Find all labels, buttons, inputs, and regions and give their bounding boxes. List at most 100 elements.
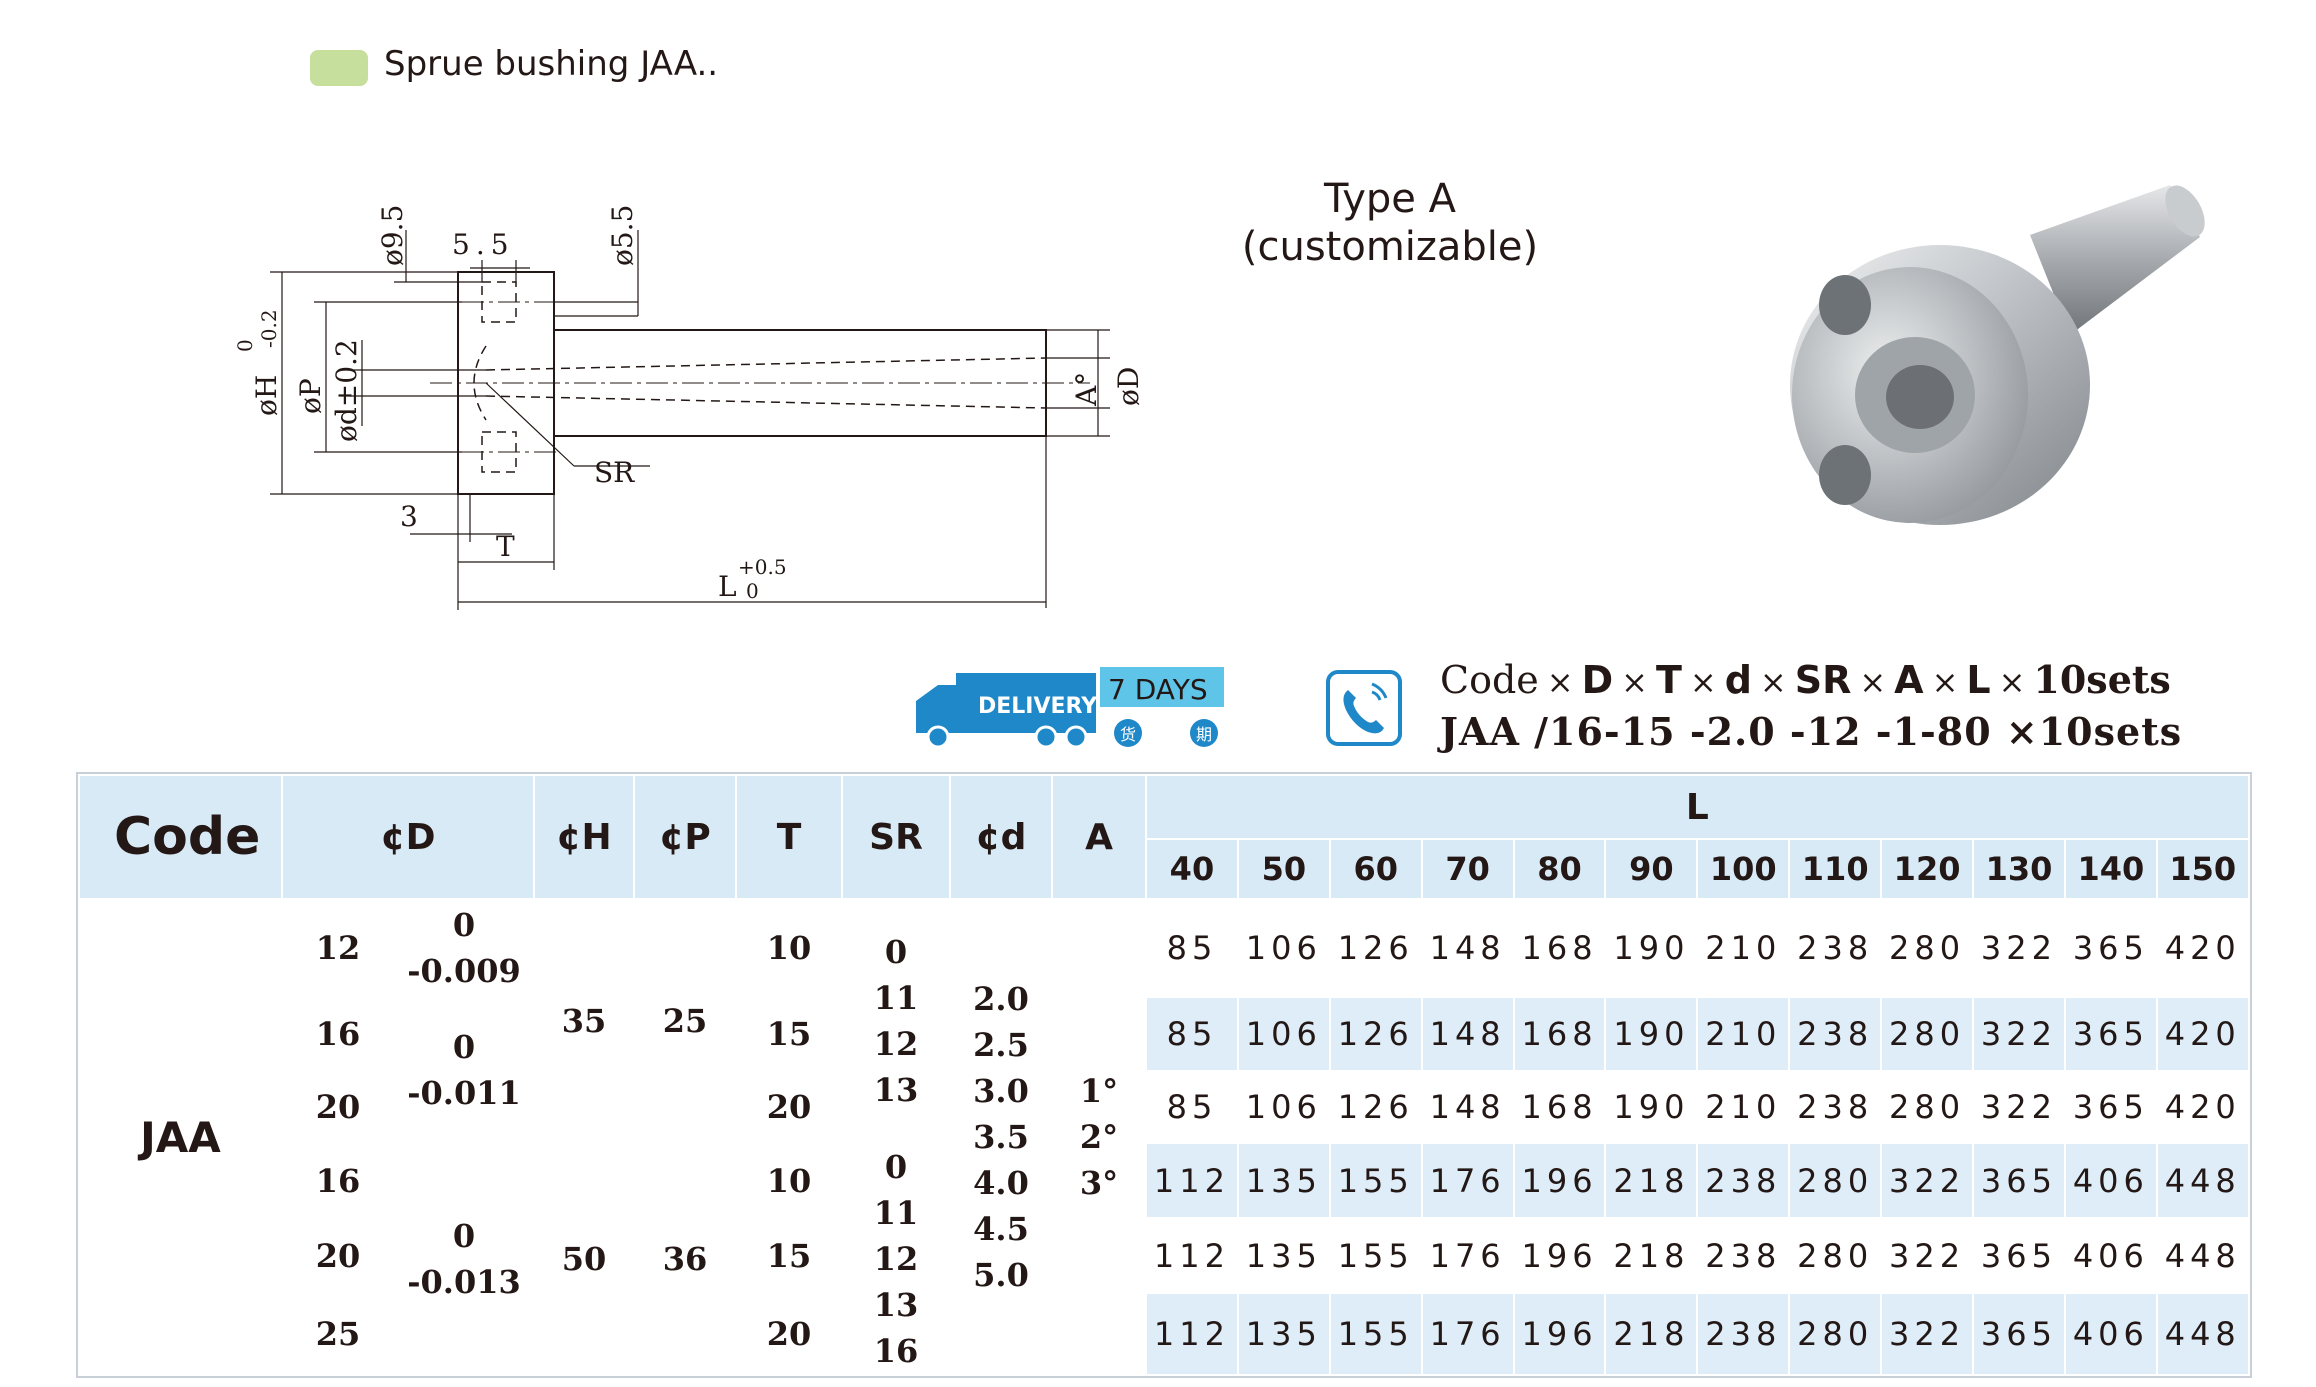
times-2: × <box>1621 663 1648 701</box>
title-badge <box>310 50 368 86</box>
times-5: × <box>1859 663 1887 701</box>
L-cell: 190 <box>1604 996 1699 1072</box>
SR-values: 0 11 12 13 <box>841 898 951 1144</box>
label-55: 5.5 <box>452 228 515 261</box>
L-cell: 176 <box>1420 1141 1515 1220</box>
L-cell: 406 <box>2063 1217 2158 1295</box>
header-L-80: 80 <box>1512 838 1607 900</box>
D-value: 16 <box>281 1141 395 1220</box>
times-3: × <box>1689 663 1717 701</box>
header-L-100: 100 <box>1696 838 1791 900</box>
L-cell: 365 <box>1972 1217 2066 1295</box>
truck-icon <box>916 673 1096 749</box>
times-1: × <box>1546 663 1574 701</box>
L-cell: 280 <box>1880 996 1975 1072</box>
header-SR: SR <box>841 774 951 900</box>
type-label: Type A (customizable) <box>1200 175 1580 271</box>
A-value: 3° <box>1079 1164 1119 1202</box>
L-cell: 210 <box>1696 996 1791 1072</box>
L-cell: 112 <box>1145 1292 1239 1376</box>
L-cell: 168 <box>1512 996 1607 1072</box>
L-cell: 365 <box>2063 996 2158 1072</box>
code-field-SR: SR <box>1794 658 1852 702</box>
A-value: 2° <box>1079 1118 1119 1156</box>
L-cell: 155 <box>1328 1292 1423 1376</box>
order-code: Code × D × T × d × SR × A × L × 10sets J… <box>1440 655 2182 757</box>
L-cell: 106 <box>1236 996 1331 1072</box>
L-cell: 112 <box>1145 1141 1239 1220</box>
header-L-50: 50 <box>1236 838 1331 900</box>
L-cell: 218 <box>1604 1217 1699 1295</box>
L-cell: 448 <box>2155 1292 2250 1376</box>
L-cell: 238 <box>1696 1217 1791 1295</box>
table-row: 16 0 -0.011 15 85 106 126 148 168 190 21… <box>79 996 2250 1144</box>
delivery-badge: DELIVERY 7 DAYS 货 期 <box>916 667 1224 749</box>
header-T: T <box>735 774 843 900</box>
L-cell: 238 <box>1788 996 1883 1072</box>
SR-value: 13 <box>873 1286 919 1324</box>
L-cell: 365 <box>1972 1292 2066 1376</box>
L-cell: 322 <box>1972 898 2066 998</box>
L-cell: 365 <box>2063 1070 2158 1144</box>
delivery-days: 7 DAYS <box>1108 673 1208 706</box>
header-L-140: 140 <box>2063 838 2158 900</box>
header-L-70: 70 <box>1420 838 1515 900</box>
code-field-L: L <box>1966 658 1991 702</box>
L-cell: 210 <box>1696 898 1791 998</box>
label-phid: ød±0.2 <box>330 339 363 442</box>
technical-drawing: ø9.5 5.5 ø5.5 øH 0 -0.2 øP ød±0.2 A° øD … <box>233 205 1145 610</box>
P-value: 25 <box>633 898 737 1144</box>
A-value: 1° <box>1079 1072 1119 1110</box>
L-cell: 280 <box>1788 1141 1883 1220</box>
L-cell: 280 <box>1788 1217 1883 1295</box>
code-value: JAA <box>78 898 283 1376</box>
L-cell: 135 <box>1236 1292 1331 1376</box>
T-value: 10 <box>735 898 843 998</box>
header-D: ¢D <box>281 774 535 900</box>
L-cell: 148 <box>1420 1070 1515 1144</box>
label-T: T <box>496 530 515 563</box>
d-value: 3.5 <box>973 1118 1029 1156</box>
P-value: 36 <box>633 1142 737 1376</box>
header-L: L <box>1145 774 2250 840</box>
L-cell: 420 <box>2155 1070 2250 1144</box>
code-sets: 10sets <box>2033 657 2171 702</box>
A-values: 1° 2° 3° <box>1051 898 1147 1376</box>
L-cell: 238 <box>1788 1070 1883 1144</box>
label-L: L <box>718 570 737 603</box>
header-L-150: 150 <box>2155 838 2250 900</box>
L-cell: 322 <box>1972 1070 2066 1144</box>
D-value: 20 <box>281 1217 395 1295</box>
label-3: 3 <box>400 500 418 533</box>
D-value: 20 <box>281 1070 395 1144</box>
header-A: A <box>1051 774 1147 900</box>
header-L-120: 120 <box>1880 838 1975 900</box>
phone-icon <box>1326 670 1402 746</box>
L-cell: 218 <box>1604 1292 1699 1376</box>
L-cell: 155 <box>1328 1217 1423 1295</box>
L-cell: 406 <box>2063 1141 2158 1220</box>
d-value: 2.5 <box>973 1026 1029 1064</box>
spec-table: Code ¢D ¢H ¢P T SR ¢d A L 40 50 60 70 80… <box>76 772 2252 1378</box>
code-field-D: D <box>1581 658 1614 702</box>
code-field-d: d <box>1724 658 1752 702</box>
SR-value: 12 <box>873 1025 919 1063</box>
label-l-tol-top: +0.5 <box>738 555 787 579</box>
T-value: 10 <box>735 1141 843 1220</box>
D-value: 12 <box>281 898 395 998</box>
L-cell: 106 <box>1236 1070 1331 1144</box>
L-cell: 190 <box>1604 1070 1699 1144</box>
L-cell: 238 <box>1696 1141 1791 1220</box>
code-label: Code <box>1440 658 1539 702</box>
header-L-110: 110 <box>1788 838 1883 900</box>
L-cell: 126 <box>1328 1070 1423 1144</box>
L-cell: 322 <box>1880 1292 1975 1376</box>
tol-top: 0 <box>452 906 476 944</box>
d-value: 5.0 <box>973 1256 1029 1294</box>
SR-value: 0 <box>884 933 908 971</box>
L-cell: 85 <box>1145 996 1239 1072</box>
tol-top: 0 <box>452 1028 476 1066</box>
d-value: 2.0 <box>973 980 1029 1018</box>
type-line-2: (customizable) <box>1241 224 1539 270</box>
label-SR: SR <box>594 456 635 489</box>
